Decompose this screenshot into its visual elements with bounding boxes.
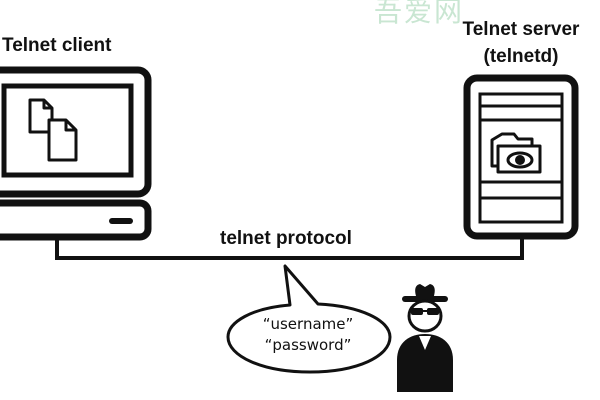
server-title: Telnet server (telnetd) bbox=[440, 16, 600, 70]
client-computer-icon bbox=[0, 66, 152, 241]
speech-bubble bbox=[226, 264, 392, 374]
documents-icon bbox=[28, 98, 78, 162]
server-title-line1: Telnet server bbox=[462, 19, 580, 40]
desktop-base bbox=[0, 199, 152, 241]
folder-eye-icon bbox=[490, 132, 542, 174]
protocol-label: telnet protocol bbox=[220, 228, 352, 249]
watermark: 吾爱网 bbox=[374, 0, 465, 28]
credentials-text: “username” “password” bbox=[238, 314, 378, 356]
server-icon bbox=[463, 74, 579, 240]
eavesdropper-icon bbox=[397, 284, 453, 392]
client-title: Telnet client bbox=[2, 35, 112, 56]
connection-line bbox=[55, 236, 524, 260]
username-text: “username” bbox=[262, 315, 354, 333]
password-text: “password” bbox=[264, 336, 352, 354]
server-title-line2: (telnetd) bbox=[483, 46, 559, 67]
